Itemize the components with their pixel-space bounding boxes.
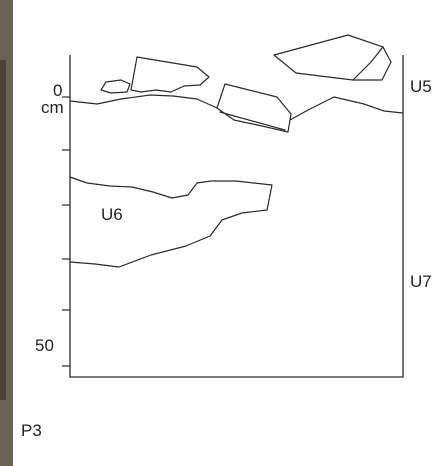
photo-edge-strip-shade	[0, 60, 6, 400]
unit-label-u6: U6	[101, 205, 123, 224]
stone-middle	[216, 83, 292, 133]
stone-small-left	[100, 79, 131, 94]
stone-middle-inner	[219, 111, 286, 131]
stone-left	[130, 56, 210, 93]
scale-top-value: 0	[53, 81, 62, 100]
stone-right	[273, 34, 392, 81]
horizon-boundary-u5	[69, 94, 404, 121]
section-frame	[69, 55, 404, 378]
depth-ticks	[62, 96, 70, 367]
unit-label-u7: U7	[410, 272, 432, 291]
stone-right-facet	[352, 46, 384, 81]
profile-label: P3	[21, 421, 42, 440]
lens-boundary-u6	[69, 176, 273, 268]
scale-unit: cm	[41, 98, 64, 117]
unit-label-u5: U5	[410, 77, 432, 96]
scale-bottom-value: 50	[35, 336, 54, 355]
